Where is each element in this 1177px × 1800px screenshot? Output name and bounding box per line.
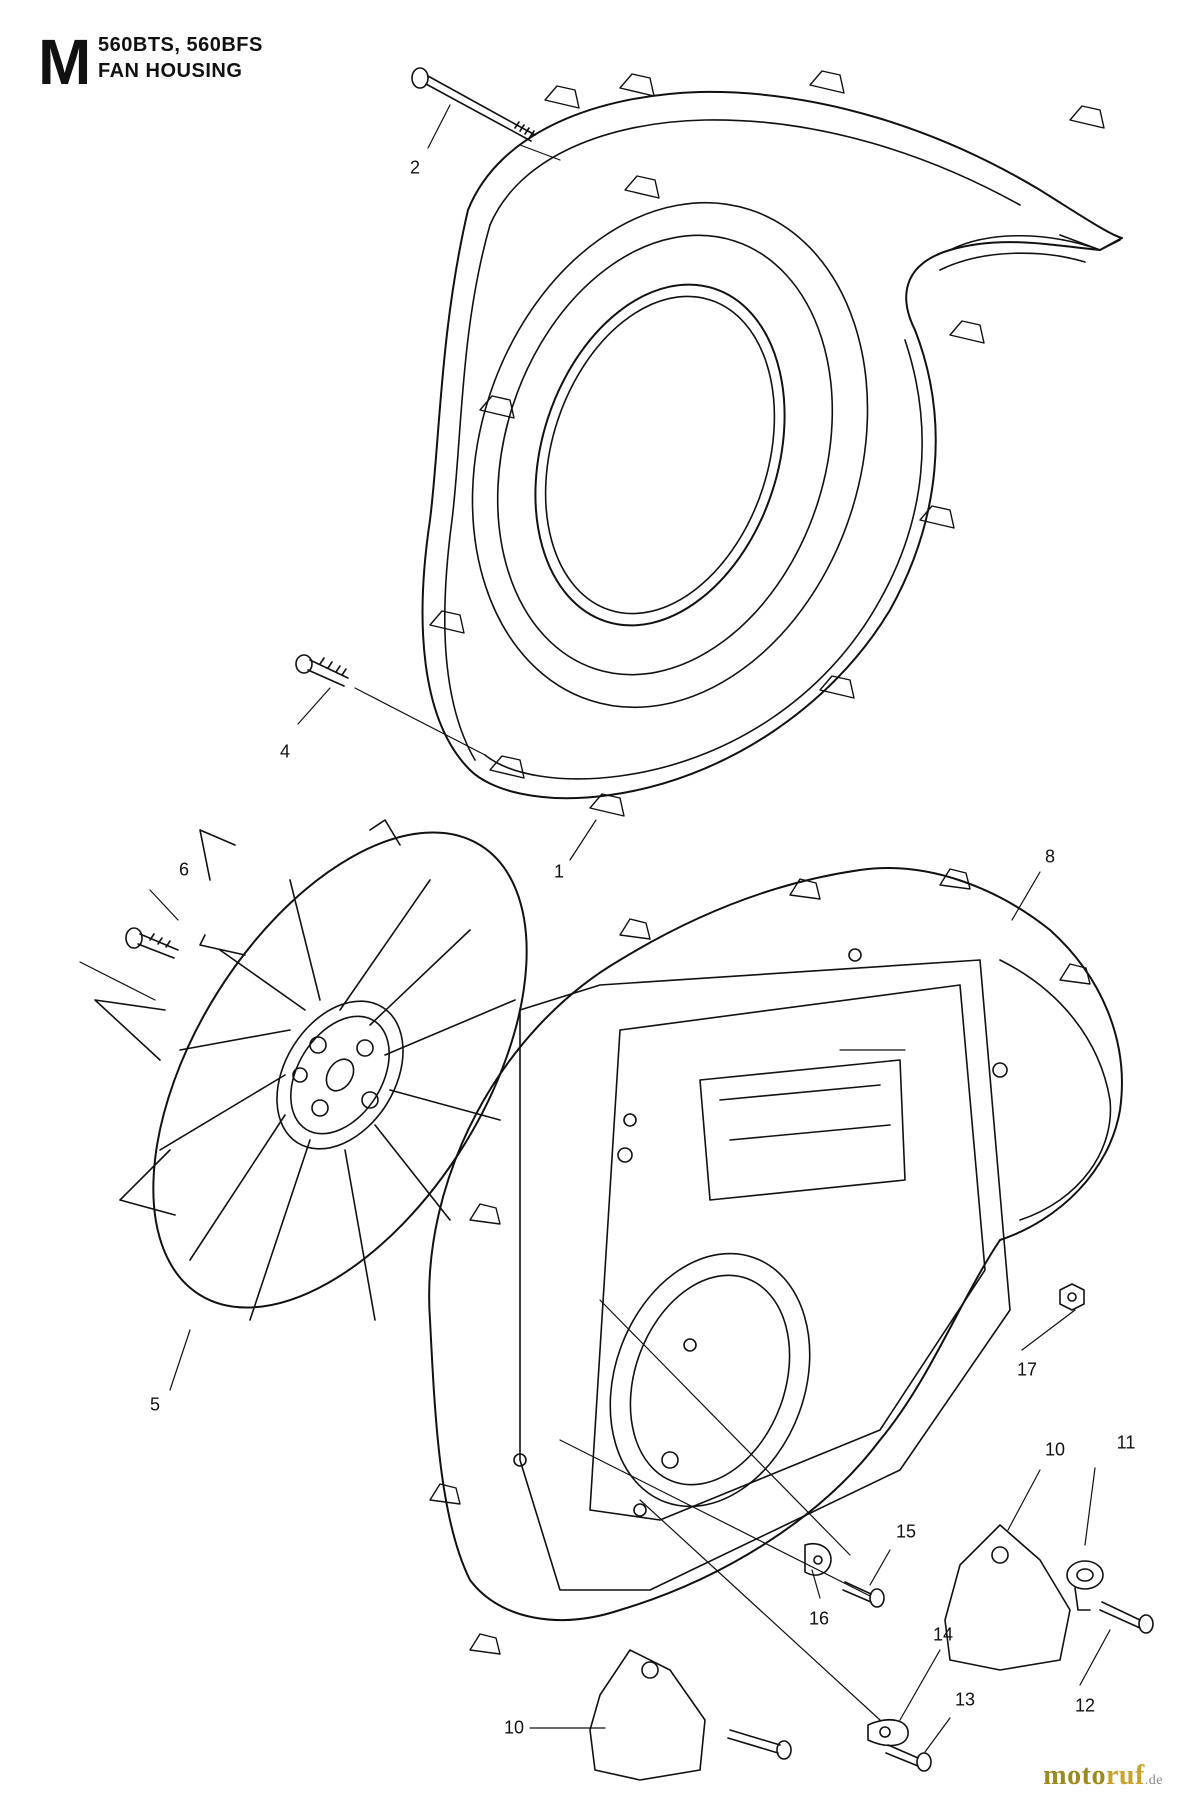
callout-11: 11 xyxy=(1116,1432,1136,1453)
callout-14: 14 xyxy=(932,1624,954,1645)
callout-13: 13 xyxy=(954,1689,976,1710)
model-numbers: 560BTS, 560BFS xyxy=(98,34,263,56)
callout-15: 15 xyxy=(895,1521,917,1542)
callout-5: 5 xyxy=(149,1394,161,1415)
callout-16: 16 xyxy=(808,1608,830,1629)
clamp-14 xyxy=(867,1719,909,1747)
screw-15 xyxy=(842,1581,885,1608)
clip-11 xyxy=(1066,1560,1104,1611)
callout-6: 6 xyxy=(178,859,190,880)
diagram-title: FAN HOUSING xyxy=(98,60,243,82)
fan-impeller xyxy=(94,819,528,1321)
bolt-left-foot xyxy=(727,1729,792,1760)
long-screw xyxy=(411,67,536,142)
fan-housing-cover xyxy=(421,70,1123,817)
nut-17 xyxy=(1059,1283,1085,1311)
callout-8: 8 xyxy=(1044,846,1056,867)
callout-2: 2 xyxy=(409,157,421,178)
fan-housing-back xyxy=(428,867,1123,1655)
short-screw xyxy=(295,654,349,687)
callout-4: 4 xyxy=(279,741,291,762)
section-letter: M xyxy=(38,26,92,98)
mounting-foot-left xyxy=(589,1649,706,1781)
motoruf-watermark: motoruf.de xyxy=(1043,1760,1163,1791)
callout-1: 1 xyxy=(553,861,565,882)
screw-12 xyxy=(1099,1601,1154,1634)
mounting-foot-right xyxy=(944,1524,1071,1671)
callout-12: 12 xyxy=(1074,1695,1096,1716)
callout-10-right: 10 xyxy=(1044,1439,1066,1460)
callout-10-left: 10 xyxy=(503,1717,525,1738)
screw-13 xyxy=(885,1744,932,1772)
clip-16 xyxy=(804,1543,832,1576)
leader-lines xyxy=(79,104,1111,1753)
callout-17: 17 xyxy=(1016,1359,1038,1380)
fan-bolt xyxy=(125,927,179,959)
